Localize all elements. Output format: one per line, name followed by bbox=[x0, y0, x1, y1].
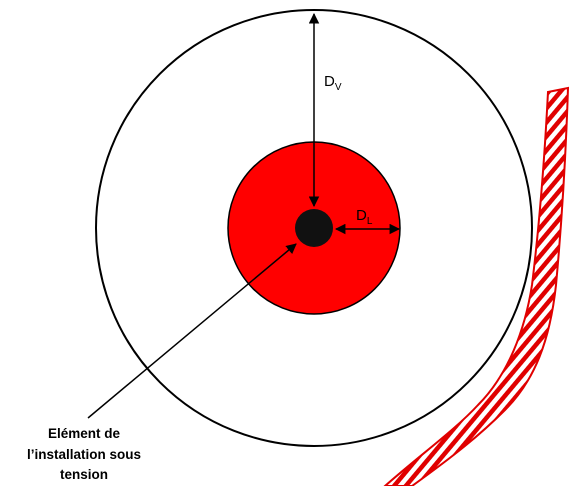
live-element-dot bbox=[295, 209, 333, 247]
live-element-leader-arrow bbox=[87, 243, 297, 419]
dl-label: DL bbox=[356, 207, 373, 227]
live-element-caption-line2: l’installation sous bbox=[27, 447, 141, 462]
live-element-caption-line1: Elément de bbox=[48, 426, 121, 441]
obstacle-hatched-strip bbox=[383, 86, 570, 486]
vicinity-zone-circle bbox=[95, 9, 533, 447]
dv-label: DV bbox=[324, 73, 342, 93]
live-element-caption-line3: tension bbox=[60, 467, 108, 482]
